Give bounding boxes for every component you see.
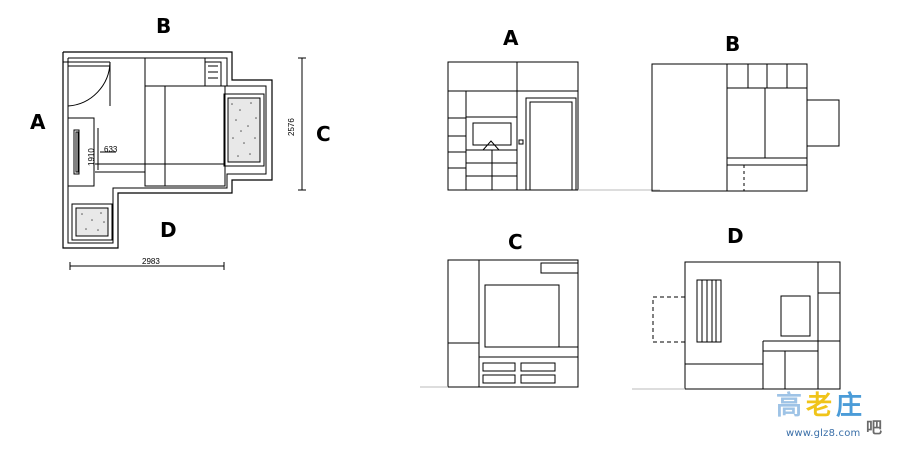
elevation-d-radiator [696, 279, 722, 343]
elevation-d-label: D [727, 224, 744, 248]
elevation-c [420, 259, 579, 388]
dim-inner-label-1: 1910 [87, 148, 96, 166]
watermark-glyph-2: 老 [806, 391, 833, 421]
watermark-glyph-4: 吧 [866, 418, 883, 437]
watermark-glyph-1: 高 [776, 391, 803, 421]
elevation-d [632, 261, 841, 390]
elevation-b-label: B [725, 32, 741, 56]
bay-window-right [223, 93, 265, 167]
floor-plan [62, 51, 306, 270]
plan-inner-wall [67, 57, 267, 244]
elevation-c-bed [484, 284, 560, 348]
speckle-right [231, 102, 257, 157]
elevation-a-door [525, 97, 577, 191]
watermark-url: www.glz8.com [786, 428, 861, 439]
plan-label-bottom: D [160, 218, 177, 242]
door-swing [67, 61, 111, 107]
wardrobe [144, 57, 206, 87]
plan-label-left: A [30, 110, 46, 134]
plan-outer-wall [62, 51, 273, 249]
elevation-b [651, 63, 840, 192]
left-cabinet-handle [73, 129, 80, 175]
bed [144, 85, 226, 187]
elevation-a [447, 61, 660, 191]
elevation-a-label: A [503, 26, 519, 50]
plan-label-top: B [156, 14, 172, 38]
elevation-c-label: C [508, 230, 523, 254]
dim-height-label: 2576 [287, 118, 296, 136]
dim-inner-label-2: 633 [104, 145, 118, 154]
left-cabinet [67, 117, 95, 187]
speckle-bottom [81, 212, 105, 231]
plan-label-right: C [316, 122, 331, 146]
dim-width-label: 2983 [142, 257, 160, 266]
elevation-b-window [806, 99, 840, 147]
bay-window-bottom [71, 203, 113, 241]
watermark-glyph-3: 庄 [836, 391, 863, 421]
